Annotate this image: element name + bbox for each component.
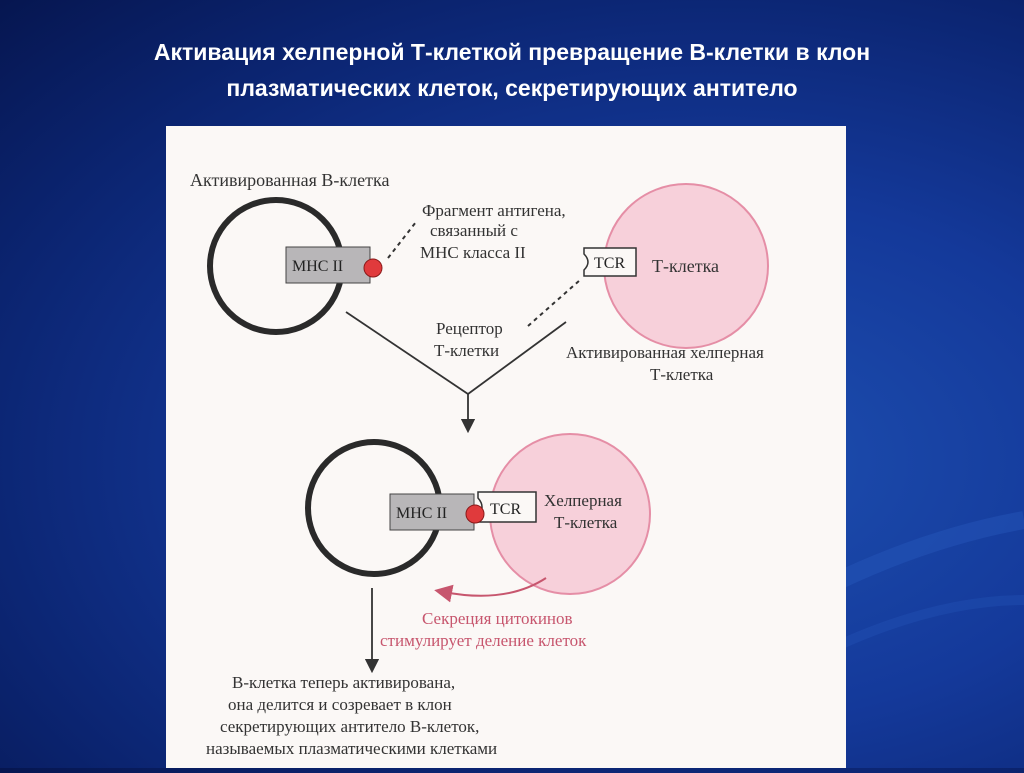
title-line-2: плазматических клеток, секретирующих ант… <box>226 75 798 101</box>
diagram-panel: Активированная В-клетка МНС II Фрагмент … <box>166 126 846 768</box>
activated-helper-label: Активированная хелперная Т-клетка <box>566 343 768 384</box>
receptor-pointer <box>527 279 581 327</box>
cytokine-label: Секреция цитокинов стимулирует деление к… <box>380 609 587 650</box>
activated-b-cell-label: Активированная В-клетка <box>190 170 389 190</box>
converge-line-right <box>467 321 567 395</box>
receptor-label: Рецептор Т-клетки <box>434 319 507 360</box>
mhc-label-bottom: МНС II <box>396 505 447 522</box>
result-text: В-клетка теперь активирована, она делитс… <box>206 673 497 758</box>
slide-title: Активация хелперной Т-клеткой превращени… <box>40 34 984 106</box>
title-line-1: Активация хелперной Т-клеткой превращени… <box>153 39 871 65</box>
antigen-pointer <box>387 221 417 259</box>
converge-line-left <box>345 311 469 395</box>
mhc-label-top: МНС II <box>292 258 343 275</box>
mhc-box-top <box>285 246 371 284</box>
activation-diagram: Активированная В-клетка МНС II Фрагмент … <box>190 170 769 758</box>
tcr-label-top: TCR <box>594 255 625 272</box>
antigen-fragment-label: Фрагмент антигена, связанный с МНС класс… <box>420 201 570 262</box>
mhc-box-bottom <box>389 493 475 531</box>
helper-label: Хелперная Т-клетка <box>544 491 626 532</box>
tcr-label-bottom: TCR <box>490 501 521 518</box>
t-cell-label: Т-клетка <box>652 256 719 276</box>
antigen-fragment-bottom <box>465 504 485 524</box>
cytokine-arrow <box>434 577 547 603</box>
antigen-fragment-top <box>363 258 383 278</box>
tcr-box-top <box>583 247 637 277</box>
